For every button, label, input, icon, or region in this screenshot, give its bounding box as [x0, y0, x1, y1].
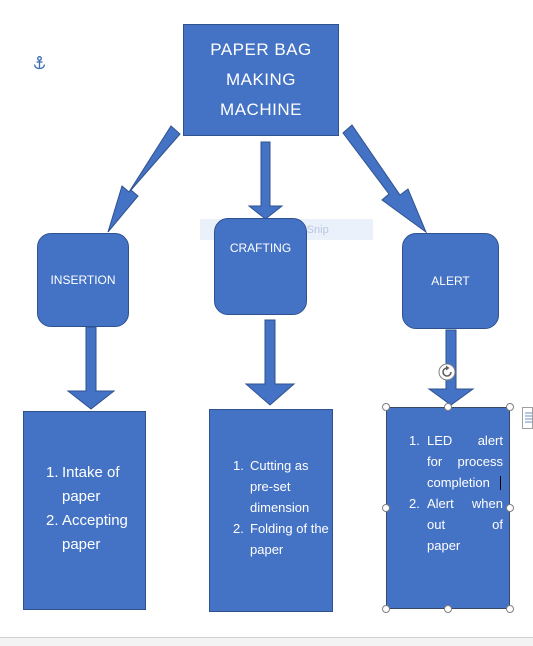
arrow-to-insertion: [107, 125, 181, 233]
list-item: 2. Alert when out of paper: [409, 496, 503, 553]
alert-details-box[interactable]: 1. LED alert for process completion 2. A…: [386, 407, 510, 609]
page-divider: [0, 637, 533, 638]
resize-handle-left[interactable]: [382, 504, 390, 512]
arrow-to-alert: [342, 124, 428, 234]
resize-handle-top[interactable]: [444, 403, 452, 411]
anchor-icon[interactable]: [33, 56, 46, 70]
rotate-handle-icon[interactable]: [438, 363, 456, 381]
layout-options-icon[interactable]: [522, 407, 533, 429]
resize-handle-bottom-right[interactable]: [506, 605, 514, 613]
resize-handle-bottom[interactable]: [444, 605, 452, 613]
list-item: 1.Intake of paper: [46, 464, 120, 505]
alert-node[interactable]: ALERT: [402, 233, 499, 329]
list-item: 1. LED alert for process completion: [409, 433, 503, 490]
insertion-node[interactable]: INSERTION: [37, 233, 129, 327]
page-bottom-strip: [0, 638, 533, 646]
list-item: 2.Folding of the paper: [233, 521, 329, 557]
arrow-insertion-to-list: [66, 326, 116, 410]
list-item: 1.Cutting as pre-set dimension: [233, 458, 310, 515]
text-cursor: [500, 476, 501, 490]
resize-handle-top-right[interactable]: [506, 403, 514, 411]
resize-handle-right[interactable]: [506, 504, 514, 512]
insertion-details-box[interactable]: 1.Intake of paper 2.Accepting paper: [23, 411, 146, 610]
title-node[interactable]: PAPER BAG MAKING MACHINE: [183, 24, 339, 136]
crafting-node[interactable]: CRAFTING: [214, 218, 307, 315]
crafting-details-box[interactable]: 1.Cutting as pre-set dimension 2.Folding…: [209, 409, 333, 612]
arrow-crafting-to-list: [244, 319, 296, 406]
resize-handle-top-left[interactable]: [382, 403, 390, 411]
arrow-to-crafting: [247, 141, 284, 220]
list-item: 2.Accepting paper: [46, 512, 128, 553]
resize-handle-bottom-left[interactable]: [382, 605, 390, 613]
